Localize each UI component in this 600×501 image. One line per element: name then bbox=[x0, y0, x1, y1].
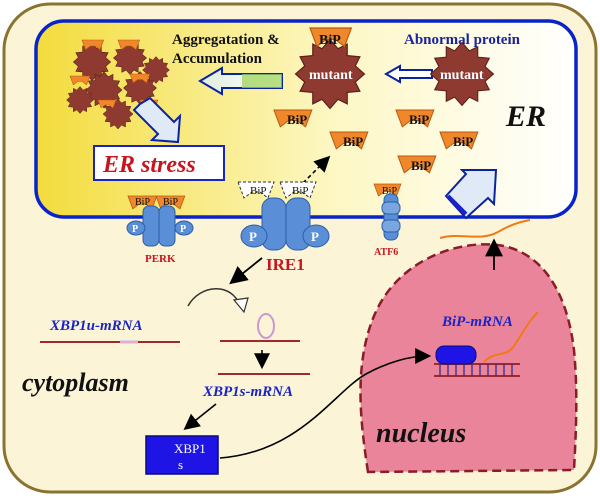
ire1-splicing-arrow bbox=[229, 257, 263, 285]
xbp1u-mrna-label: XBP1u-mRNA bbox=[49, 318, 143, 334]
xbp1s-protein-box bbox=[145, 435, 219, 475]
mutant-label-bound: mutant bbox=[309, 68, 353, 83]
free-bip-2: BiP bbox=[329, 131, 369, 150]
atf6-receptor: BiP ATF6 bbox=[373, 183, 402, 258]
er-stress-label: ER stress bbox=[102, 152, 196, 178]
nucleus-label: nucleus bbox=[376, 418, 466, 449]
svg-text:BiP: BiP bbox=[409, 112, 429, 127]
accumulation-label: Accumulation bbox=[172, 51, 263, 67]
free-bip-1: BiP bbox=[273, 109, 313, 128]
perk-receptor: BiP BiP P P PERK bbox=[126, 195, 194, 265]
aggregation-label: Aggregatation & bbox=[172, 32, 280, 48]
svg-text:BiP: BiP bbox=[287, 112, 307, 127]
atf6-label: ATF6 bbox=[374, 247, 398, 258]
bip-protein-strand bbox=[439, 219, 531, 239]
svg-text:BiP: BiP bbox=[292, 185, 309, 197]
bip-bound-mutant: BiP mutant bbox=[294, 27, 366, 110]
bip-label-top: BiP bbox=[319, 33, 341, 48]
perk-label: PERK bbox=[145, 253, 176, 265]
free-bip-group: BiP BiP BiP BiP BiP bbox=[273, 109, 479, 174]
svg-text:BiP: BiP bbox=[411, 158, 431, 173]
bip-mrna-transcript bbox=[483, 311, 539, 363]
er-stress-arrow bbox=[132, 96, 182, 144]
xbp1s-protein-label-2: s bbox=[178, 457, 183, 472]
er-stress-box bbox=[93, 145, 225, 181]
free-bip-3: BiP bbox=[395, 109, 435, 128]
bip-synthesis-arrow-edge bbox=[446, 194, 468, 216]
abnormal-protein-label: Abnormal protein bbox=[404, 32, 521, 48]
bip-mrna-label: BiP-mRNA bbox=[441, 314, 513, 330]
spliced-intron-loop bbox=[257, 313, 275, 339]
svg-text:P: P bbox=[311, 229, 319, 244]
ire1-label: IRE1 bbox=[266, 255, 305, 274]
svg-text:BiP: BiP bbox=[453, 134, 473, 149]
svg-text:BiP: BiP bbox=[382, 186, 397, 197]
arrow-tail-highlight bbox=[242, 74, 282, 88]
cytoplasm-label: cytoplasm bbox=[22, 368, 129, 397]
svg-text:BiP: BiP bbox=[343, 134, 363, 149]
svg-text:P: P bbox=[132, 224, 138, 235]
free-bip-5: BiP bbox=[397, 155, 437, 174]
nuclear-import-arrow bbox=[219, 348, 432, 459]
svg-text:P: P bbox=[249, 229, 257, 244]
svg-text:P: P bbox=[180, 224, 186, 235]
abnormal-mutant-icon: mutant bbox=[429, 41, 495, 107]
svg-text:BiP: BiP bbox=[163, 197, 178, 208]
xbp1s-bound-factor bbox=[435, 345, 477, 365]
splicing-curve-head bbox=[232, 297, 249, 314]
mutant-label-free: mutant bbox=[440, 68, 484, 83]
er-label: ER bbox=[505, 100, 546, 133]
svg-text:BiP: BiP bbox=[135, 197, 150, 208]
svg-text:BiP: BiP bbox=[250, 185, 267, 197]
free-bip-4: BiP bbox=[439, 131, 479, 150]
xbp1s-mrna-label: XBP1s-mRNA bbox=[202, 384, 293, 400]
xbp1s-protein-label-1: XBP1 bbox=[174, 441, 206, 456]
ire1-receptor: BiP BiP P P IRE1 bbox=[237, 181, 330, 274]
translation-arrow bbox=[183, 403, 217, 430]
